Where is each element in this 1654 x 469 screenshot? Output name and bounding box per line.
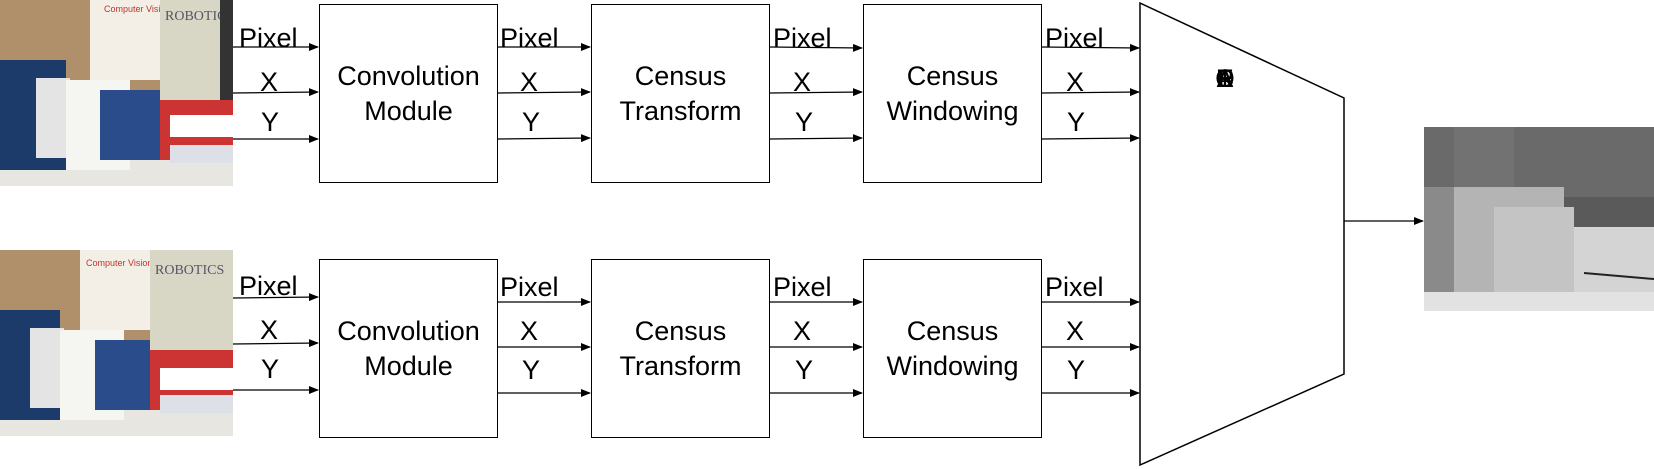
box-label-line1: Convolution [337,315,480,346]
correlate-letter: E [1216,65,1234,93]
x-label: X [520,67,539,97]
pixel-label: Pixel [239,23,298,53]
flow-arrow [1041,134,1140,143]
x-label: X [793,67,812,97]
census-transform-bottom: Census Transform [591,259,770,438]
flow-arrow [232,293,319,302]
flow-arrow [497,88,591,97]
box-label-line1: Census [906,60,999,91]
correlate-letter: C [1215,65,1235,93]
pixel-label: Pixel [1045,23,1104,53]
disparity-map-image [1424,127,1654,311]
left-camera-image-top: Computer Vision and Pattern Recognition … [0,0,233,186]
box-label-line2: Module [364,350,453,381]
box-label-line2: Windowing [886,350,1019,381]
box-label-line1: Census [906,315,999,346]
census-transform-top: Census Transform [591,4,770,183]
flow-arrow [769,134,863,143]
box-label-line1: Census [634,60,727,91]
correlate-letter: R [1215,65,1235,93]
x-label: X [793,316,812,346]
left-camera-image-bottom: Computer Vision and Pattern Recognition … [0,250,233,436]
x-label: X [260,67,279,97]
convolution-module-bottom: Convolution Module [319,259,498,438]
flow-arrow [769,43,863,52]
correlate-letter: T [1217,65,1233,93]
y-label: Y [795,355,814,385]
correlate-trapezoid [1139,1,1345,467]
y-label: Y [522,355,541,385]
robotics-book-title: ROBOTICS [155,263,224,278]
box-label-line2: Transform [619,350,742,381]
correlate-letter: A [1216,65,1234,93]
y-label: Y [1067,355,1086,385]
census-windowing-top: Census Windowing [863,4,1042,183]
x-label: X [1066,67,1085,97]
y-label: Y [522,107,541,137]
y-label: Y [1067,107,1086,137]
correlate-letter: R [1215,65,1235,93]
flow-arrow [1041,43,1140,52]
pixel-label: Pixel [1045,272,1104,302]
y-label: Y [261,107,280,137]
correlate-letter: L [1218,65,1232,93]
flow-arrow [1041,88,1140,97]
x-label: X [520,316,539,346]
pixel-label: Pixel [773,23,832,53]
y-label: Y [261,354,280,384]
pixel-label: Pixel [773,272,832,302]
y-label: Y [795,107,814,137]
convolution-module-top: Convolution Module [319,4,498,183]
box-label-line2: Transform [619,95,742,126]
correlate-letter: E [1216,65,1234,93]
flow-arrow [232,88,319,97]
flow-arrow [497,134,591,143]
correlate-letter: O [1215,65,1235,93]
pixel-label: Pixel [500,23,559,53]
x-label: X [260,315,279,345]
robotics-book-title: ROBOTICS [165,9,233,24]
box-label-line1: Census [634,315,727,346]
pixel-label: Pixel [239,271,298,301]
box-label-line2: Windowing [886,95,1019,126]
census-windowing-bottom: Census Windowing [863,259,1042,438]
x-label: X [1066,316,1085,346]
pixel-label: Pixel [500,272,559,302]
flow-arrow [769,88,863,97]
box-label-line1: Convolution [337,60,480,91]
box-label-line2: Module [364,95,453,126]
flow-arrow [232,339,319,348]
